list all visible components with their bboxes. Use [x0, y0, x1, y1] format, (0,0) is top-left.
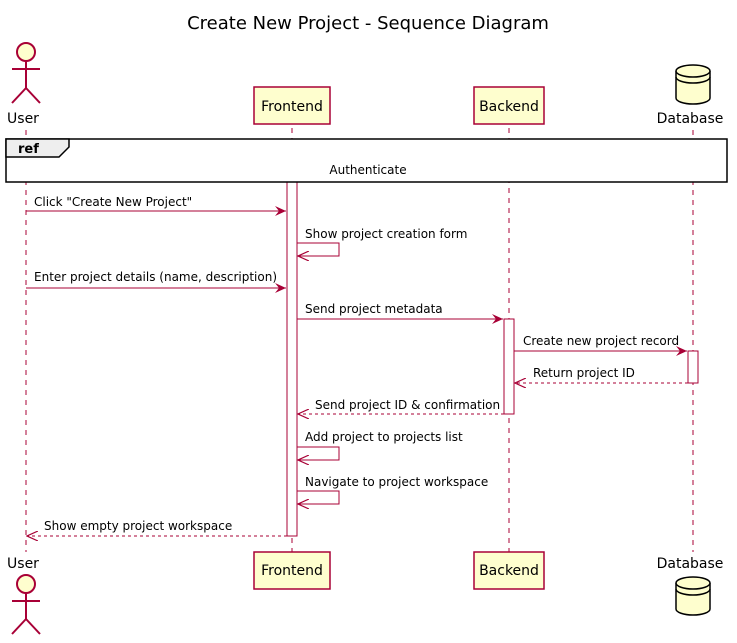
message-label: Navigate to project workspace: [305, 475, 488, 489]
message-label: Show empty project workspace: [44, 519, 232, 533]
activation-backend: [503, 318, 515, 415]
message-7: Send project ID & confirmation: [298, 398, 504, 414]
message-5: Create new project record: [514, 334, 687, 356]
message-4: Send project metadata: [297, 302, 503, 324]
message-label: Send project ID & confirmation: [315, 398, 500, 412]
participant-database-top: Database: [657, 64, 724, 127]
message-label: Show project creation form: [305, 227, 467, 241]
participant-frontend-bottom: Frontend: [253, 551, 331, 590]
message-8: Add project to projects list: [297, 430, 463, 460]
participant-database-bottom: Database: [657, 556, 724, 616]
message-2: Show project creation form: [297, 227, 467, 256]
participant-label-backend: Backend: [479, 563, 539, 579]
participant-user-bottom: User: [7, 556, 41, 635]
participant-user-top: User: [7, 42, 41, 127]
participant-backend-bottom: Backend: [473, 551, 545, 590]
participant-label-backend: Backend: [479, 99, 539, 115]
message-label: Click "Create New Project": [34, 195, 192, 209]
actor-icon: [11, 42, 41, 104]
participant-label-frontend: Frontend: [261, 563, 323, 579]
activation-frontend: [286, 179, 298, 537]
message-9: Navigate to project workspace: [297, 475, 488, 504]
message-label: Enter project details (name, description…: [34, 270, 277, 284]
participant-label-frontend: Frontend: [261, 99, 323, 115]
message-label: Return project ID: [533, 366, 635, 380]
participant-label-database: Database: [657, 556, 724, 572]
participant-label-user: User: [7, 111, 39, 127]
ref-frame: ref Authenticate: [5, 138, 728, 183]
message-10: Show empty project workspace: [27, 519, 287, 536]
message-6: Return project ID: [515, 366, 688, 383]
message-3: Enter project details (name, description…: [26, 270, 286, 293]
ref-label: Authenticate: [329, 163, 406, 177]
database-icon: [675, 576, 711, 616]
participant-label-user: User: [7, 556, 39, 572]
participant-label-database: Database: [657, 111, 724, 127]
message-label: Send project metadata: [305, 302, 443, 316]
database-icon: [675, 64, 711, 105]
ref-tag: ref: [18, 142, 39, 157]
activation-database: [687, 350, 699, 384]
actor-icon: [11, 574, 41, 635]
participant-backend-top: Backend: [473, 86, 545, 125]
message-1: Click "Create New Project": [26, 195, 286, 216]
diagram-title: Create New Project - Sequence Diagram: [187, 13, 549, 34]
message-label: Add project to projects list: [305, 430, 463, 444]
participant-frontend-top: Frontend: [253, 86, 331, 125]
message-label: Create new project record: [523, 334, 679, 348]
